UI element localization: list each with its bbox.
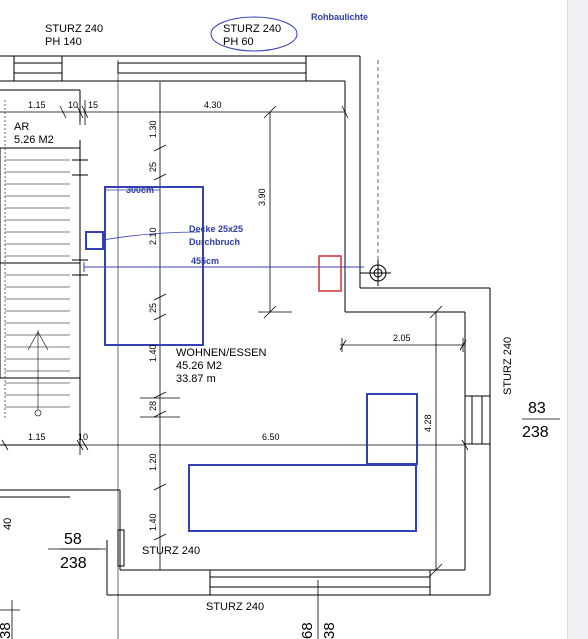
dim-140-a: 1.40 — [148, 344, 158, 362]
level-right-bottom: 238 — [522, 424, 549, 441]
room-wohnen-perimeter: 33.87 m — [176, 373, 216, 385]
room-ar-area: 5.26 M2 — [14, 134, 54, 146]
dim-650: 6.50 — [262, 432, 280, 442]
level-left-bottom: 238 — [60, 555, 87, 572]
ceiling-opening-rect — [104, 186, 204, 346]
edge-bottom-left-1: 38 — [0, 622, 14, 639]
level-right-top: 83 — [528, 400, 546, 417]
dim-10-top: 10 — [68, 100, 78, 110]
dim-140-b: 1.40 — [148, 513, 158, 531]
annotation-455cm: 455cm — [191, 256, 219, 266]
annotation-durchbruch: Durchbruch — [189, 237, 240, 247]
leader-arc — [102, 231, 201, 241]
dim-390: 3.90 — [257, 188, 267, 206]
small-opening-square — [85, 231, 104, 250]
dim-210: 2.10 — [148, 227, 158, 245]
dim-115-top: 1.15 — [28, 100, 46, 110]
annotation-markup — [83, 16, 418, 532]
sturz-bottom-left: STURZ 240 — [142, 545, 200, 557]
sturz-right: STURZ 240 — [502, 337, 514, 395]
dim-428: 4.28 — [423, 414, 433, 432]
dim-130: 1.30 — [148, 120, 158, 138]
annotation-decke: Decke 25x25 — [189, 224, 243, 234]
dim-115-bot: 1.15 — [28, 432, 46, 442]
dim-15-top: 15 — [88, 100, 98, 110]
room-ar: AR — [14, 121, 29, 133]
dim-10-bot: 10 — [78, 432, 88, 442]
edge-bottom-38: 38 — [321, 622, 338, 639]
column-symbol — [360, 260, 391, 286]
blue-annotation-labels: 300cm Decke 25x25 Durchbruch 455cm — [126, 185, 243, 266]
dimension-labels: 1.15 10 15 4.30 1.30 25 2.10 25 1.40 28 … — [28, 100, 433, 531]
edge-bottom-left-2: 40 — [2, 518, 14, 530]
sturz-top-left: STURZ 240 — [45, 23, 103, 35]
stair-treads — [4, 100, 70, 420]
dim-120: 1.20 — [148, 453, 158, 471]
sturz-bottom: STURZ 240 — [206, 601, 264, 613]
ph-top-left: PH 140 — [45, 36, 82, 48]
red-highlight-rect — [318, 255, 342, 292]
sturz-ellipse — [210, 16, 298, 52]
dim-430: 4.30 — [204, 100, 222, 110]
dim-205: 2.05 — [393, 333, 411, 343]
ph-top-mid: PH 60 — [223, 36, 254, 48]
kitchen-island-rect — [188, 464, 417, 532]
dim-25-b: 25 — [148, 303, 158, 313]
dim-25-a: 25 — [148, 162, 158, 172]
dimension-lines — [0, 82, 560, 639]
labels: STURZ 240 PH 140 STURZ 240 PH 60 Rohbaul… — [0, 12, 549, 639]
dim-28: 28 — [148, 401, 158, 411]
annotation-300cm: 300cm — [126, 185, 154, 195]
rohbau-note: Rohbaulichte — [311, 12, 368, 22]
side-scroll-strip[interactable] — [567, 0, 588, 639]
sturz-top-mid: STURZ 240 — [223, 23, 281, 35]
walls — [0, 55, 491, 596]
room-wohnen: WOHNEN/ESSEN — [176, 347, 267, 359]
level-left-top: 58 — [64, 531, 82, 548]
room-wohnen-area: 45.26 M2 — [176, 360, 222, 372]
kitchen-block-rect — [366, 393, 418, 465]
edge-bottom-68: 68 — [299, 622, 316, 639]
